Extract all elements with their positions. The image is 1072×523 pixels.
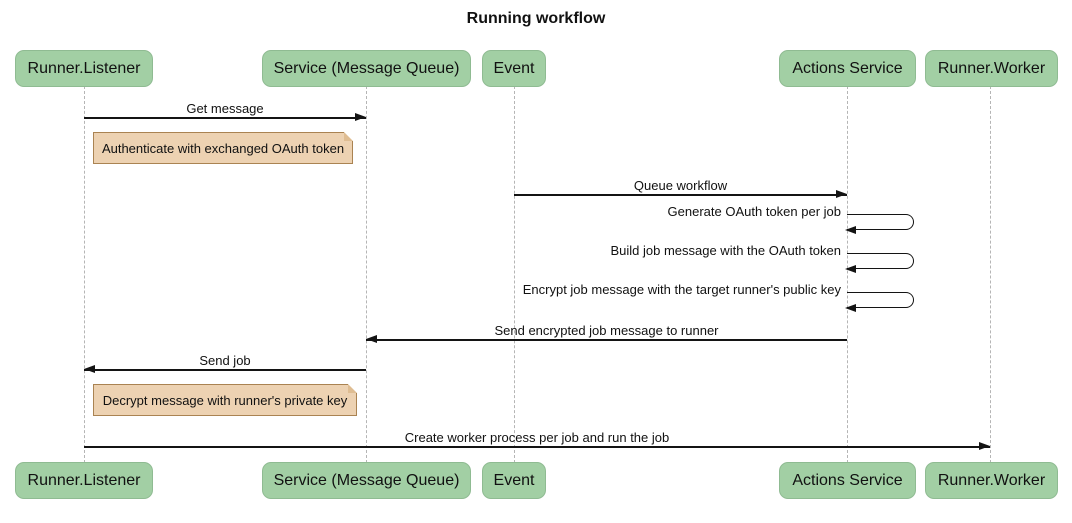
- message-label-encrypt-job-message: Encrypt job message with the target runn…: [522, 282, 841, 297]
- arrowhead-left-icon: [845, 304, 856, 312]
- message-label-send-encrypted-job: Send encrypted job message to runner: [494, 323, 719, 338]
- message-line-send-encrypted-job: [366, 339, 847, 341]
- arrowhead-left-icon: [845, 226, 856, 234]
- actor-bottom-event: Event: [482, 462, 546, 499]
- lifeline-runner-listener: [84, 86, 85, 463]
- message-label-build-job-message: Build job message with the OAuth token: [610, 243, 841, 258]
- message-label-generate-oauth-token: Generate OAuth token per job: [667, 204, 841, 219]
- message-line-queue-workflow: [514, 194, 847, 196]
- note-fold-icon: [348, 384, 357, 393]
- arrowhead-left-icon: [845, 265, 856, 273]
- actor-top-runner-worker: Runner.Worker: [925, 50, 1058, 87]
- arrowhead-right-icon: [355, 113, 366, 121]
- note-authenticate-oauth: Authenticate with exchanged OAuth token: [93, 132, 353, 164]
- arrowhead-right-icon: [979, 442, 990, 450]
- message-label-queue-workflow: Queue workflow: [633, 178, 728, 193]
- actor-bottom-runner-worker: Runner.Worker: [925, 462, 1058, 499]
- message-label-create-worker: Create worker process per job and run th…: [404, 430, 670, 445]
- actor-bottom-actions-service: Actions Service: [779, 462, 916, 499]
- actor-top-actions-service: Actions Service: [779, 50, 916, 87]
- diagram-title: Running workflow: [466, 10, 606, 27]
- actor-top-runner-listener: Runner.Listener: [15, 50, 153, 87]
- lifeline-service-message-queue: [366, 86, 367, 463]
- message-line-create-worker: [84, 446, 990, 448]
- self-arrow-icon: [847, 253, 914, 269]
- actor-top-event: Event: [482, 50, 546, 87]
- lifeline-actions-service: [847, 86, 848, 463]
- message-label-send-job: Send job: [199, 353, 251, 368]
- lifeline-runner-worker: [990, 86, 991, 463]
- actor-top-service-message-queue: Service (Message Queue): [262, 50, 471, 87]
- note-fold-icon: [344, 132, 353, 141]
- lifeline-event: [514, 86, 515, 463]
- arrowhead-left-icon: [366, 335, 377, 343]
- note-text: Authenticate with exchanged OAuth token: [101, 140, 345, 156]
- self-arrow-icon: [847, 292, 914, 308]
- note-text: Decrypt message with runner's private ke…: [102, 392, 348, 408]
- message-line-get-message: [84, 117, 366, 119]
- message-line-send-job: [84, 369, 366, 371]
- actor-bottom-runner-listener: Runner.Listener: [15, 462, 153, 499]
- note-decrypt-message: Decrypt message with runner's private ke…: [93, 384, 357, 416]
- arrowhead-right-icon: [836, 190, 847, 198]
- message-label-get-message: Get message: [186, 101, 264, 116]
- actor-bottom-service-message-queue: Service (Message Queue): [262, 462, 471, 499]
- self-arrow-icon: [847, 214, 914, 230]
- arrowhead-left-icon: [84, 365, 95, 373]
